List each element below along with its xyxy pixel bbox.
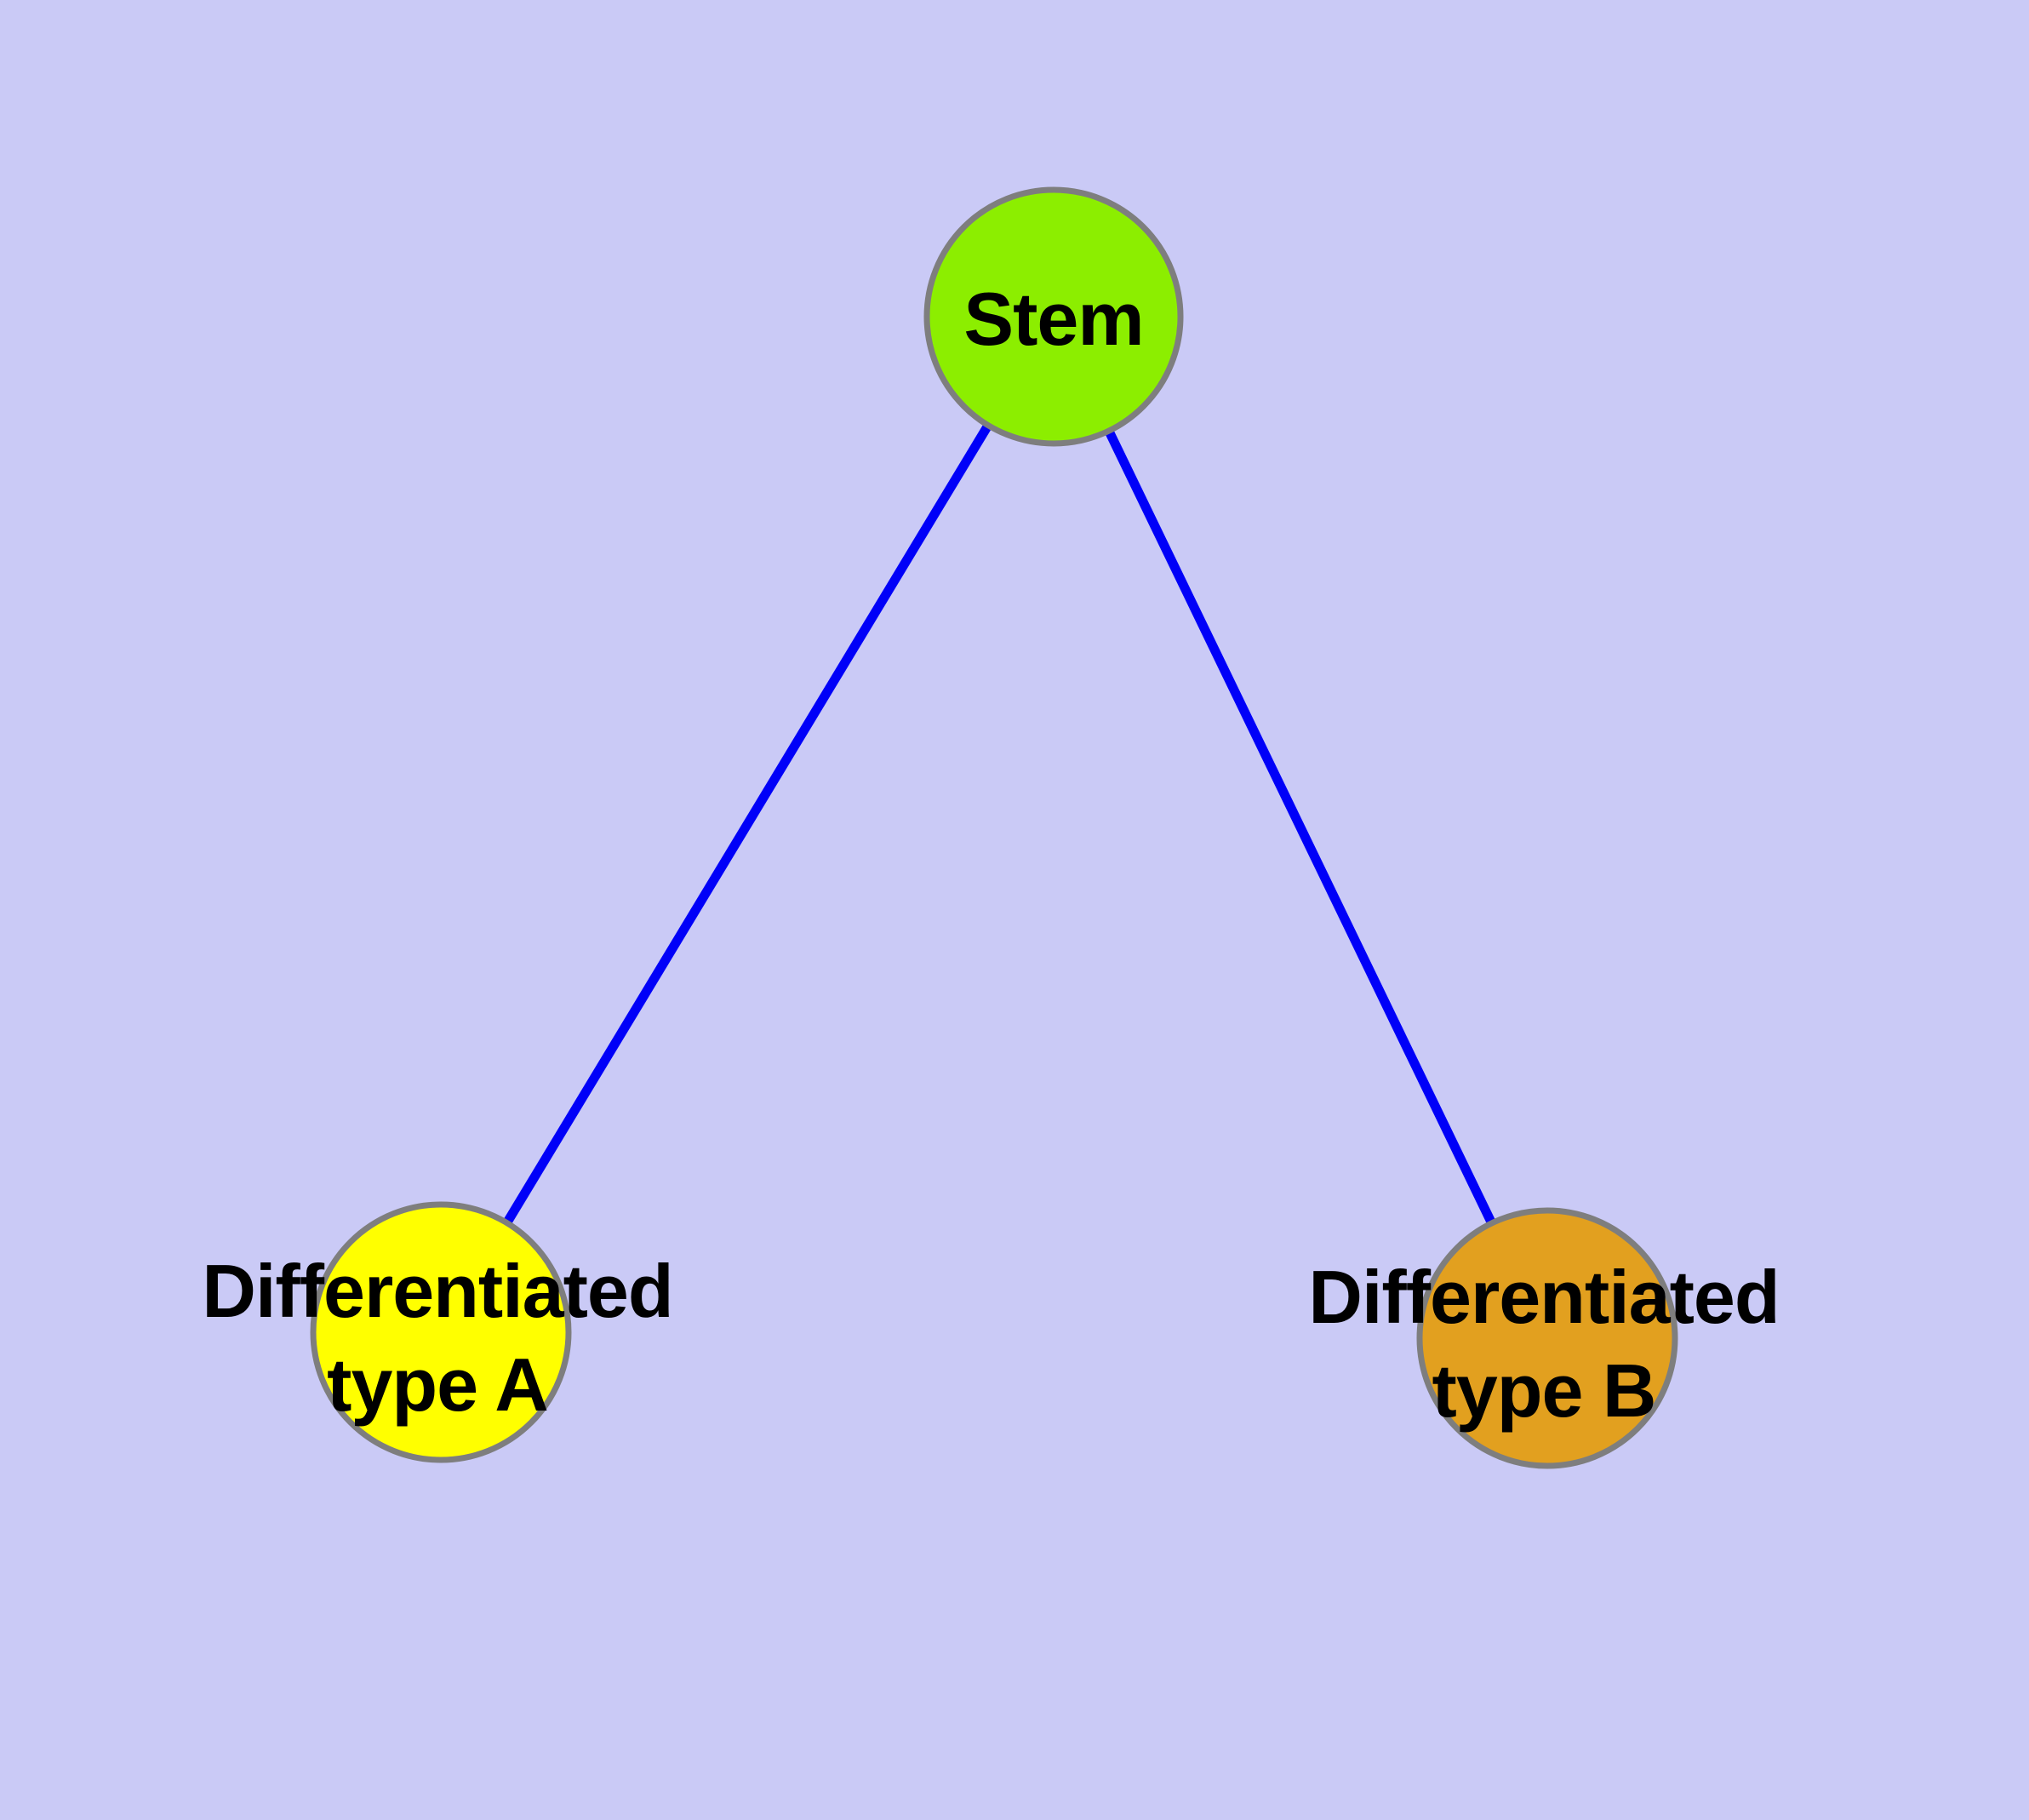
node-type-a-label-line2: type A <box>327 1342 549 1427</box>
node-stem <box>923 186 1184 447</box>
node-type-a-label-line1: Differentiated <box>202 1249 673 1333</box>
node-type-b-label: Differentiated type B <box>1308 1251 1780 1438</box>
node-type-b-label-line2: type B <box>1432 1348 1657 1433</box>
edge-stem-to-type-a <box>437 314 1058 1335</box>
node-type-b-label-line1: Differentiated <box>1308 1255 1780 1339</box>
node-differentiated-type-a <box>310 1201 572 1463</box>
edge-stem-to-type-b <box>1049 314 1552 1341</box>
node-differentiated-type-b <box>1416 1207 1678 1469</box>
node-type-a-label: Differentiated type A <box>202 1245 673 1432</box>
node-stem-label: Stem <box>963 277 1144 361</box>
